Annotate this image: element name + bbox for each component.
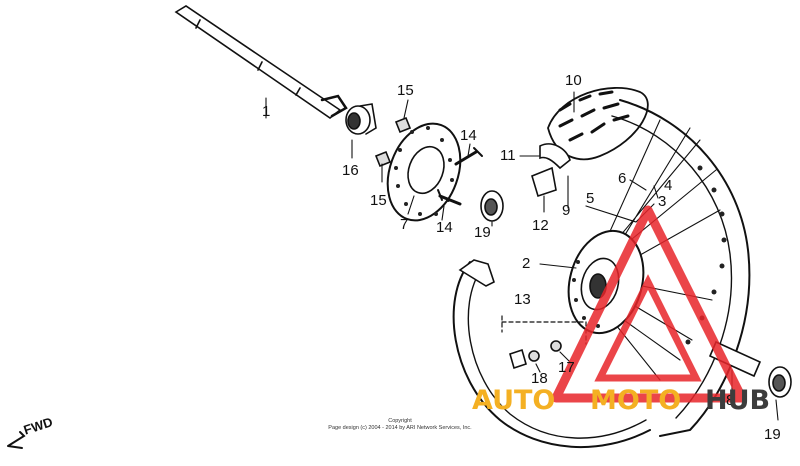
callout-17: 17	[558, 359, 575, 376]
watermark-moto: MOTO	[590, 385, 682, 416]
callout-16: 16	[342, 162, 359, 179]
callout-8: 8	[726, 392, 735, 409]
nut-15-upper-part	[394, 116, 412, 134]
watermark-triangle	[551, 205, 747, 403]
callout-15-lower: 15	[370, 192, 387, 209]
callout-9: 9	[562, 202, 571, 219]
callout-10: 10	[565, 72, 582, 89]
axle-part	[174, 5, 348, 119]
hub-part	[567, 229, 645, 335]
callout-11: 11	[500, 147, 516, 164]
nut-15-lower-part	[374, 150, 392, 168]
callout-12: 12	[532, 217, 549, 234]
tube-part	[539, 143, 571, 170]
bearing-19-right-part	[768, 366, 792, 398]
fwd-arrow	[7, 431, 26, 449]
rim-band-part	[531, 166, 557, 198]
brake-disc-part	[386, 122, 462, 222]
copyright-line-1: Copyright	[388, 418, 412, 424]
callout-14-upper: 14	[460, 127, 477, 144]
bearing-19-left-part	[480, 190, 504, 222]
copyright-notice: Copyright Page design (c) 2004 - 2014 by…	[300, 418, 500, 432]
valve-nut-part	[528, 340, 562, 362]
callout-3: 3	[658, 193, 667, 210]
callout-19-right: 19	[764, 426, 781, 443]
callout-6: 6	[618, 170, 627, 187]
callout-4: 4	[664, 177, 673, 194]
bolt-14-upper-part	[454, 147, 483, 166]
tire-part	[547, 87, 649, 161]
callout-18: 18	[531, 370, 548, 387]
copyright-line-2: Page design (c) 2004 - 2014 by ARI Netwo…	[328, 425, 472, 431]
callout-1: 1	[262, 103, 271, 120]
bolt-14-lower-part	[437, 189, 462, 206]
valve-cap-part	[509, 348, 527, 370]
callout-7: 7	[400, 216, 409, 233]
callout-14-lower: 14	[436, 219, 453, 236]
watermark-auto: AUTO	[472, 385, 556, 416]
callout-13: 13	[514, 291, 531, 308]
part-13-bracket	[501, 315, 587, 345]
callout-5: 5	[586, 190, 595, 207]
watermark-hub: HUB	[705, 385, 771, 416]
callout-15-upper: 15	[397, 82, 414, 99]
callout-19-left: 19	[474, 224, 491, 241]
callout-2: 2	[522, 255, 531, 272]
side-collar-part	[345, 103, 377, 135]
